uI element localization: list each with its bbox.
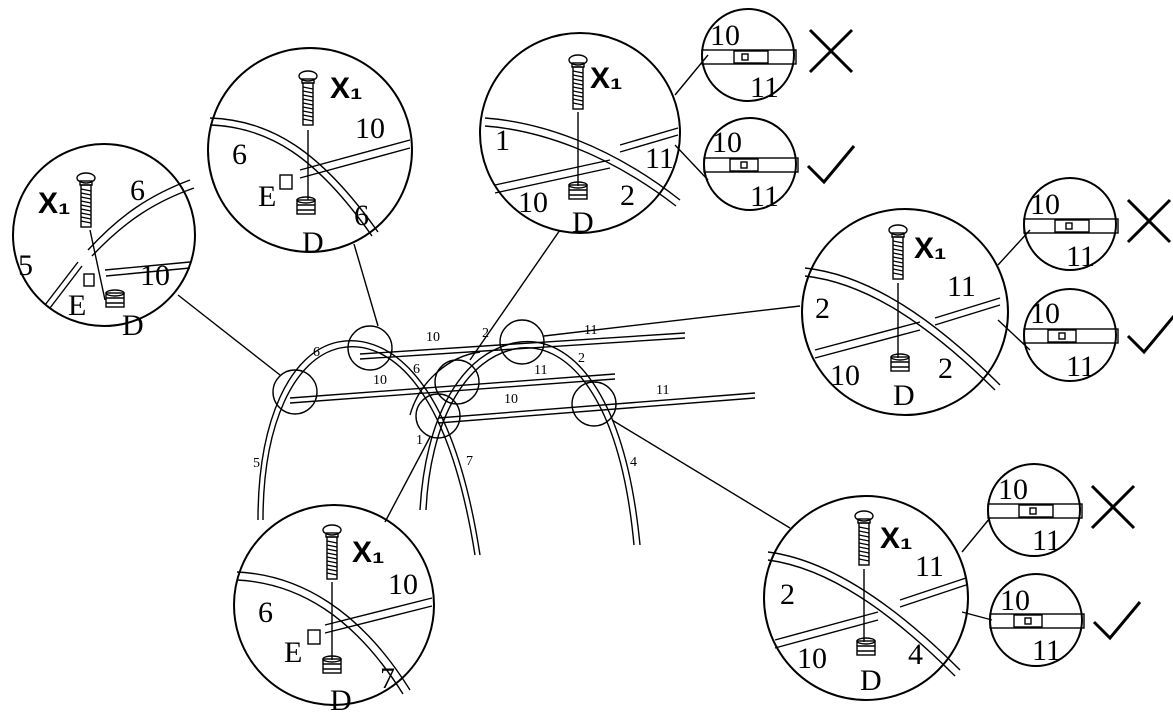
label-arch-middle-top: 2 bbox=[482, 326, 489, 341]
part-label: E bbox=[258, 180, 276, 213]
callout-bottom-left: X₁ 6 10 E 7 D bbox=[233, 504, 435, 713]
inset-label: 11 bbox=[1066, 350, 1095, 383]
part-label: E bbox=[68, 289, 86, 322]
screw-label: X₁ bbox=[352, 536, 384, 569]
callout-top-left: X₁ 6 10 6 E D bbox=[207, 47, 413, 259]
screw-label: X₁ bbox=[38, 187, 70, 220]
label-arch-middle-second: 2 bbox=[578, 351, 585, 366]
screw-label: X₁ bbox=[330, 72, 362, 105]
part-label: 10 bbox=[797, 642, 827, 675]
part-label: 6 bbox=[232, 138, 247, 171]
pole-middle bbox=[289, 373, 616, 404]
part-label: 11 bbox=[915, 550, 944, 583]
inset-label: 10 bbox=[1000, 584, 1030, 617]
inset-top-right: 10 11 bbox=[703, 117, 856, 213]
joint-front bbox=[415, 393, 461, 439]
part-label: D bbox=[860, 664, 882, 697]
check-icon bbox=[806, 144, 856, 184]
part-label: 11 bbox=[947, 270, 976, 303]
label-arch-right-leg: 4 bbox=[630, 455, 637, 470]
label-arch-left-side: 5 bbox=[253, 456, 260, 471]
inset-low-right: 10 11 bbox=[989, 573, 1142, 667]
inset-label: 10 bbox=[712, 126, 742, 159]
part-label: 7 bbox=[380, 662, 395, 695]
screw-label: X₁ bbox=[590, 62, 622, 95]
part-label: 2 bbox=[620, 179, 635, 212]
part-label: 10 bbox=[518, 186, 548, 219]
screw-label: X₁ bbox=[880, 522, 912, 555]
part-label: 10 bbox=[140, 259, 170, 292]
inset-label: 11 bbox=[750, 180, 779, 213]
callout-bottom-right: X₁ 2 11 10 4 D bbox=[763, 495, 993, 701]
cross-icon bbox=[1090, 484, 1136, 530]
label-pole-upper-10: 10 bbox=[426, 330, 440, 345]
part-label: 2 bbox=[938, 352, 953, 385]
pole-lower bbox=[437, 392, 756, 424]
part-label: 6 bbox=[354, 199, 369, 232]
label-pole-lower-10: 10 bbox=[504, 392, 518, 407]
part-label: D bbox=[122, 309, 144, 342]
callout-left: X₁ 6 5 10 E D bbox=[12, 143, 196, 342]
arch-left bbox=[257, 340, 481, 556]
inset-label: 10 bbox=[998, 473, 1028, 506]
label-arch-left-top: 6 bbox=[313, 345, 320, 360]
part-label: 10 bbox=[830, 359, 860, 392]
part-label: 2 bbox=[815, 292, 830, 325]
inset-label: 11 bbox=[1032, 634, 1061, 667]
part-label: 2 bbox=[780, 578, 795, 611]
arch-middle bbox=[409, 351, 481, 416]
label-arch-front: 1 bbox=[416, 433, 423, 448]
joint-left bbox=[272, 369, 318, 415]
check-icon bbox=[1126, 314, 1173, 354]
callout-right-top: X₁ 2 11 10 2 D bbox=[801, 208, 1031, 416]
part-label: 5 bbox=[18, 249, 33, 282]
part-label: 11 bbox=[645, 142, 674, 175]
part-label: E bbox=[284, 636, 302, 669]
inset-mid-wrong: 10 11 bbox=[1023, 177, 1172, 273]
label-pole-upper-11: 11 bbox=[584, 323, 597, 338]
part-label: D bbox=[572, 206, 594, 239]
cross-icon bbox=[1126, 198, 1172, 244]
part-label: 10 bbox=[388, 568, 418, 601]
joint-right bbox=[571, 381, 617, 427]
label-pole-middle-6: 6 bbox=[413, 362, 420, 377]
inset-top-wrong: 10 11 bbox=[701, 8, 854, 104]
inset-label: 10 bbox=[710, 19, 740, 52]
inset-mid-right: 10 11 bbox=[1023, 288, 1173, 383]
part-label: D bbox=[302, 226, 324, 259]
callout-top-center: X₁ 1 11 10 2 D bbox=[479, 32, 709, 239]
label-arch-left-right: 7 bbox=[466, 454, 473, 469]
label-pole-middle-10: 10 bbox=[373, 373, 387, 388]
joint-top-center bbox=[499, 319, 545, 365]
inset-label: 11 bbox=[1032, 524, 1061, 557]
part-label: 1 bbox=[495, 124, 510, 157]
label-pole-lower-11: 11 bbox=[656, 383, 669, 398]
part-label: D bbox=[893, 379, 915, 412]
label-pole-middle-11: 11 bbox=[534, 363, 547, 378]
inset-label: 10 bbox=[1030, 297, 1060, 330]
pole-upper bbox=[359, 332, 686, 360]
part-label: D bbox=[330, 684, 352, 713]
inset-low-wrong: 10 11 bbox=[987, 463, 1136, 557]
part-label: 10 bbox=[355, 112, 385, 145]
inset-label: 11 bbox=[1066, 240, 1095, 273]
frame: 6 5 7 4 1 2 2 10 11 6 10 11 10 11 bbox=[177, 229, 801, 556]
cross-icon bbox=[808, 28, 854, 74]
check-icon bbox=[1092, 600, 1142, 640]
part-label: 6 bbox=[258, 596, 273, 629]
inset-label: 11 bbox=[750, 71, 779, 104]
inset-label: 10 bbox=[1030, 188, 1060, 221]
screw-label: X₁ bbox=[914, 232, 946, 265]
part-label: 6 bbox=[130, 174, 145, 207]
joint-top-left bbox=[347, 325, 393, 371]
part-label: 4 bbox=[908, 638, 923, 671]
